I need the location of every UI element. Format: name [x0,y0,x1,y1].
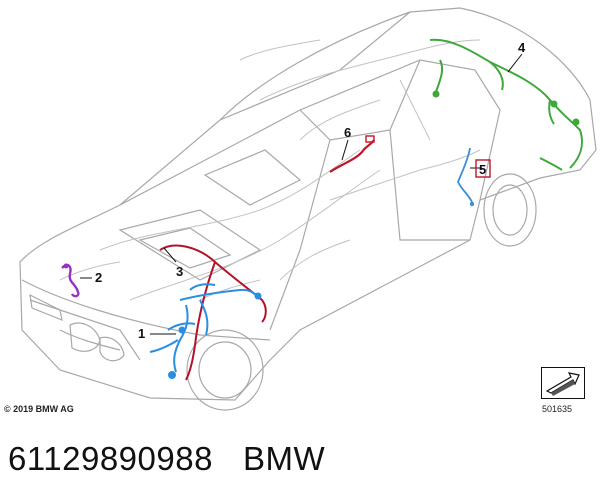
brand-name: BMW [242,440,326,477]
callout-4: 4 [518,40,526,55]
car-body-outline [19,7,597,411]
wiring-harness-diagram: 1 2 3 4 5 6 [19,7,597,411]
part-info: 61129890988 BMW [8,440,325,478]
harness-1 [149,283,262,379]
harness-6 [329,139,375,173]
callout-2: 2 [95,270,102,285]
part-number: 61129890988 [8,440,213,477]
callout-5-box [475,159,491,178]
callout-3: 3 [176,264,183,279]
harness-4 [429,38,583,171]
view-direction-icon [541,367,585,399]
harness-5 [457,147,473,203]
callout-1: 1 [138,326,145,341]
callout-leaders [80,53,523,335]
callout-5: 5 [479,162,486,177]
copyright-text: © 2019 BMW AG [4,404,74,414]
harness-5-connector [469,201,475,207]
callout-6: 6 [344,125,351,140]
harness-6-connector [365,135,375,143]
diagram-id: 501635 [542,404,573,414]
harness-2 [61,263,80,298]
harness-2-connector [63,263,69,269]
background-wiring [59,39,481,301]
